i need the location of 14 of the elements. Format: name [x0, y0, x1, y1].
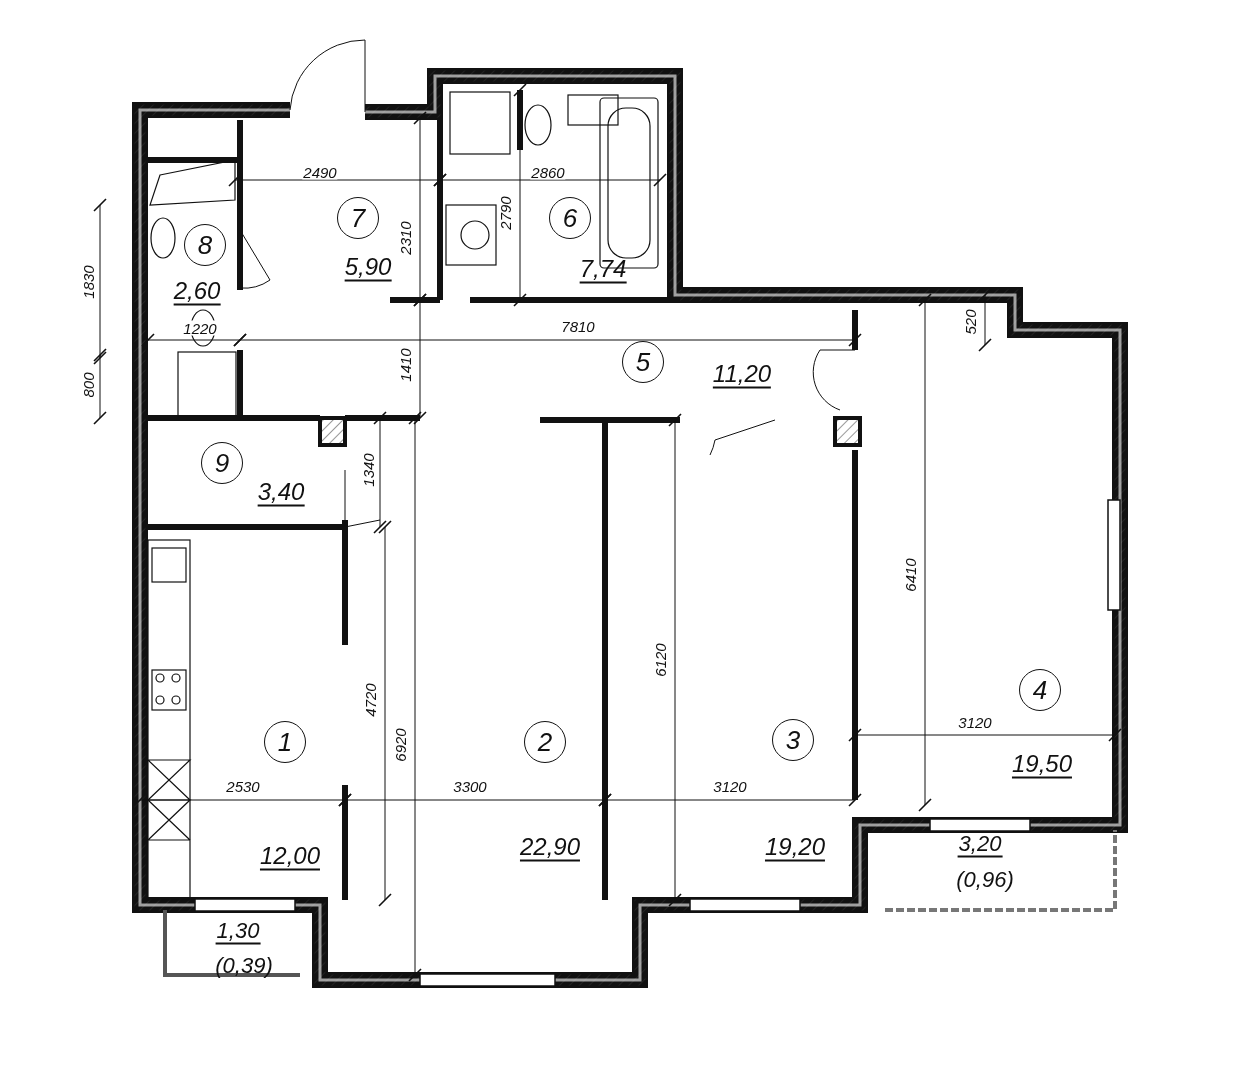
- dimension-label: 1220: [182, 320, 218, 336]
- balcony-area: (0,39): [214, 955, 274, 977]
- room-area: 19,20: [764, 834, 826, 862]
- room-area: 11,20: [712, 361, 772, 389]
- room-area: 7,74: [579, 256, 627, 284]
- balcony-area: 1,30: [215, 919, 261, 945]
- room-area: 5,90: [344, 254, 392, 282]
- room-area: 12,00: [259, 843, 321, 871]
- balcony-area: 3,20: [957, 832, 1003, 858]
- room-area: 3,40: [257, 479, 305, 507]
- room-area: 2,60: [173, 278, 221, 306]
- balcony-area: (0,96): [955, 869, 1015, 891]
- room-area: 19,50: [1011, 751, 1073, 779]
- room-area: 22,90: [519, 834, 581, 862]
